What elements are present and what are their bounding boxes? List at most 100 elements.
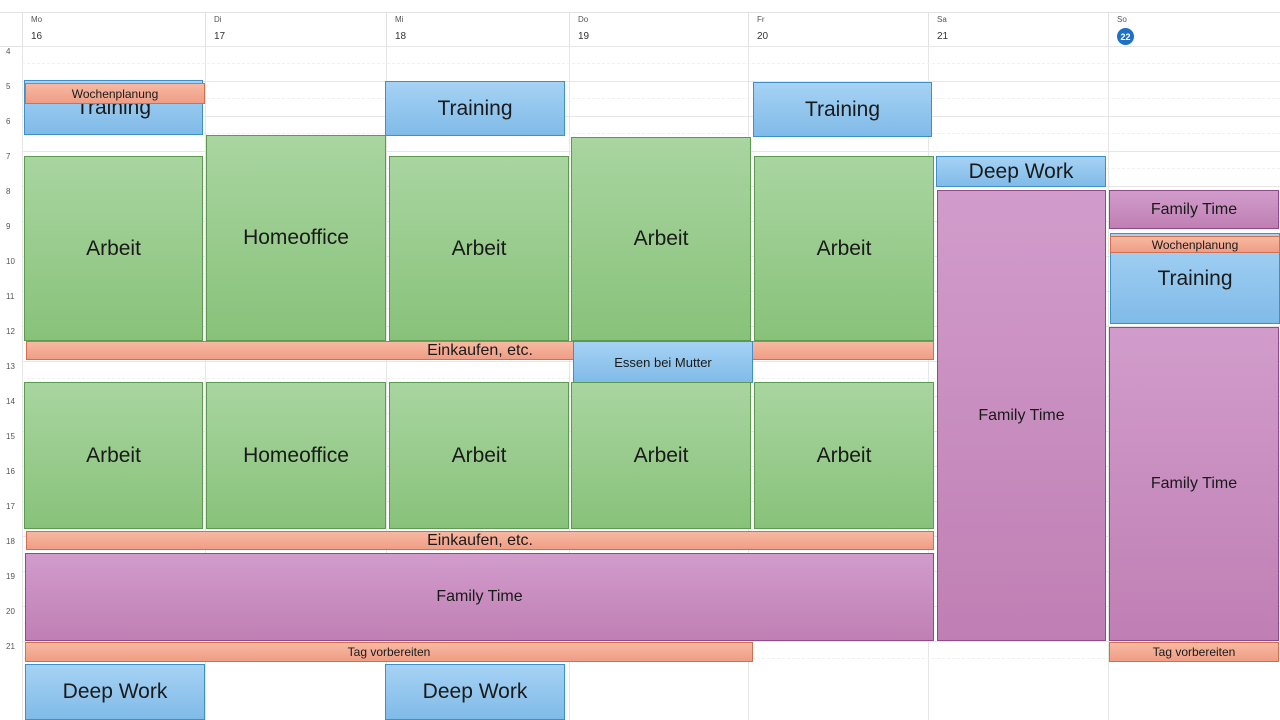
hour-label: 6 [6, 117, 11, 126]
event-mi-deep-work[interactable]: Deep Work [385, 664, 565, 720]
day-name: Do [578, 15, 589, 24]
event-di-homeoffice-pm[interactable]: Homeoffice [206, 382, 386, 529]
event-title: Family Time [436, 588, 523, 605]
day-column-divider [569, 12, 570, 720]
event-do-arbeit-am[interactable]: Arbeit [571, 137, 751, 341]
day-header-di[interactable]: Di 17 [205, 12, 386, 46]
hour-label: 13 [6, 362, 15, 371]
event-sa-deep-work[interactable]: Deep Work [936, 156, 1106, 187]
event-fr-arbeit-pm[interactable]: Arbeit [754, 382, 934, 529]
hour-gridline [22, 46, 1280, 47]
event-so-family-time-am[interactable]: Family Time [1109, 190, 1279, 229]
hour-gridline [22, 81, 1280, 82]
day-header-fr[interactable]: Fr 20 [748, 12, 928, 46]
event-do-arbeit-pm[interactable]: Arbeit [571, 382, 751, 529]
event-title: Essen bei Mutter [614, 354, 712, 370]
today-date-badge: 22 [1117, 28, 1134, 45]
event-title: Deep Work [422, 680, 528, 703]
event-title: Training [804, 97, 881, 121]
day-header-mi[interactable]: Mi 18 [386, 12, 569, 46]
day-number: 20 [757, 31, 769, 42]
event-mi-arbeit-pm[interactable]: Arbeit [389, 382, 569, 529]
day-number: 21 [937, 31, 949, 42]
event-title: Tag vorbereiten [1152, 645, 1236, 659]
hour-label: 19 [6, 572, 15, 581]
event-title: Homeoffice [243, 443, 349, 467]
event-weekday-family-time[interactable]: Family Time [25, 553, 934, 641]
event-mo-wochenplanung[interactable]: Wochenplanung [25, 83, 205, 104]
half-hour-gridline [22, 63, 1280, 64]
day-column-divider [205, 12, 206, 720]
hour-gridline [22, 116, 1280, 117]
half-hour-gridline [22, 133, 1280, 134]
hour-label: 17 [6, 502, 15, 511]
event-title: Homeoffice [243, 226, 349, 249]
hour-label: 12 [6, 327, 15, 336]
event-so-wochenplanung[interactable]: Wochenplanung [1110, 236, 1280, 253]
hour-label: 18 [6, 537, 15, 546]
event-title: Arbeit [633, 443, 689, 467]
day-number: 16 [31, 31, 43, 42]
event-title: Arbeit [86, 443, 141, 467]
hour-label: 4 [6, 47, 11, 56]
event-title: Arbeit [816, 443, 872, 467]
event-mo-arbeit-am[interactable]: Arbeit [24, 156, 203, 341]
event-mo-arbeit-pm[interactable]: Arbeit [24, 382, 203, 529]
hour-label: 7 [6, 152, 11, 161]
event-fr-arbeit-am[interactable]: Arbeit [754, 156, 934, 341]
hour-label: 14 [6, 397, 15, 406]
event-tag-vorbereiten-weekdays[interactable]: Tag vorbereiten [25, 642, 753, 662]
event-mi-arbeit-am[interactable]: Arbeit [389, 156, 569, 341]
event-title: Wochenplanung [1151, 237, 1239, 252]
hour-label: 5 [6, 82, 11, 91]
event-title: Arbeit [633, 227, 689, 250]
half-hour-gridline [22, 98, 1280, 99]
day-header-do[interactable]: Do 19 [569, 12, 748, 46]
event-title: Family Time [978, 406, 1065, 424]
hour-label: 15 [6, 432, 15, 441]
event-title: Wochenplanung [71, 86, 159, 101]
event-title: Family Time [1150, 200, 1238, 218]
event-title: Family Time [1150, 475, 1238, 492]
event-do-essen-bei-mutter[interactable]: Essen bei Mutter [573, 341, 753, 383]
day-column-divider [928, 12, 929, 720]
header-top-border [0, 12, 1280, 13]
day-number: 19 [578, 31, 590, 42]
event-title: Tag vorbereiten [347, 645, 431, 659]
day-name: Mi [395, 15, 404, 24]
event-sa-family-time[interactable]: Family Time [937, 190, 1106, 641]
day-column-divider [1108, 12, 1109, 720]
day-column-divider [386, 12, 387, 720]
event-so-family-time-pm[interactable]: Family Time [1109, 327, 1279, 641]
event-einkaufen-noon[interactable]: Einkaufen, etc. [26, 341, 934, 360]
event-einkaufen-evening[interactable]: Einkaufen, etc. [26, 531, 934, 550]
event-so-tag-vorbereiten[interactable]: Tag vorbereiten [1109, 642, 1279, 662]
event-title: Arbeit [451, 236, 507, 260]
event-title: Einkaufen, etc. [427, 341, 533, 359]
hour-label: 21 [6, 642, 15, 651]
day-number: 18 [395, 31, 407, 42]
hour-label: 9 [6, 222, 11, 231]
hour-label: 8 [6, 187, 11, 196]
event-di-homeoffice-am[interactable]: Homeoffice [206, 135, 386, 341]
event-mi-training-am[interactable]: Training [385, 81, 565, 136]
event-title: Arbeit [86, 236, 141, 260]
hour-label: 16 [6, 467, 15, 476]
day-number: 17 [214, 31, 226, 42]
day-name: Fr [757, 15, 765, 24]
event-title: Deep Work [62, 680, 168, 703]
event-title: Training [1157, 266, 1233, 290]
day-name: Di [214, 15, 222, 24]
hour-label: 10 [6, 257, 15, 266]
event-title: Arbeit [816, 236, 872, 260]
hour-label: 11 [6, 292, 15, 301]
event-mo-deep-work[interactable]: Deep Work [25, 664, 205, 720]
event-fr-training-am[interactable]: Training [753, 82, 932, 137]
event-title: Training [437, 96, 513, 120]
event-title: Deep Work [968, 159, 1074, 183]
day-column-divider [22, 12, 23, 720]
